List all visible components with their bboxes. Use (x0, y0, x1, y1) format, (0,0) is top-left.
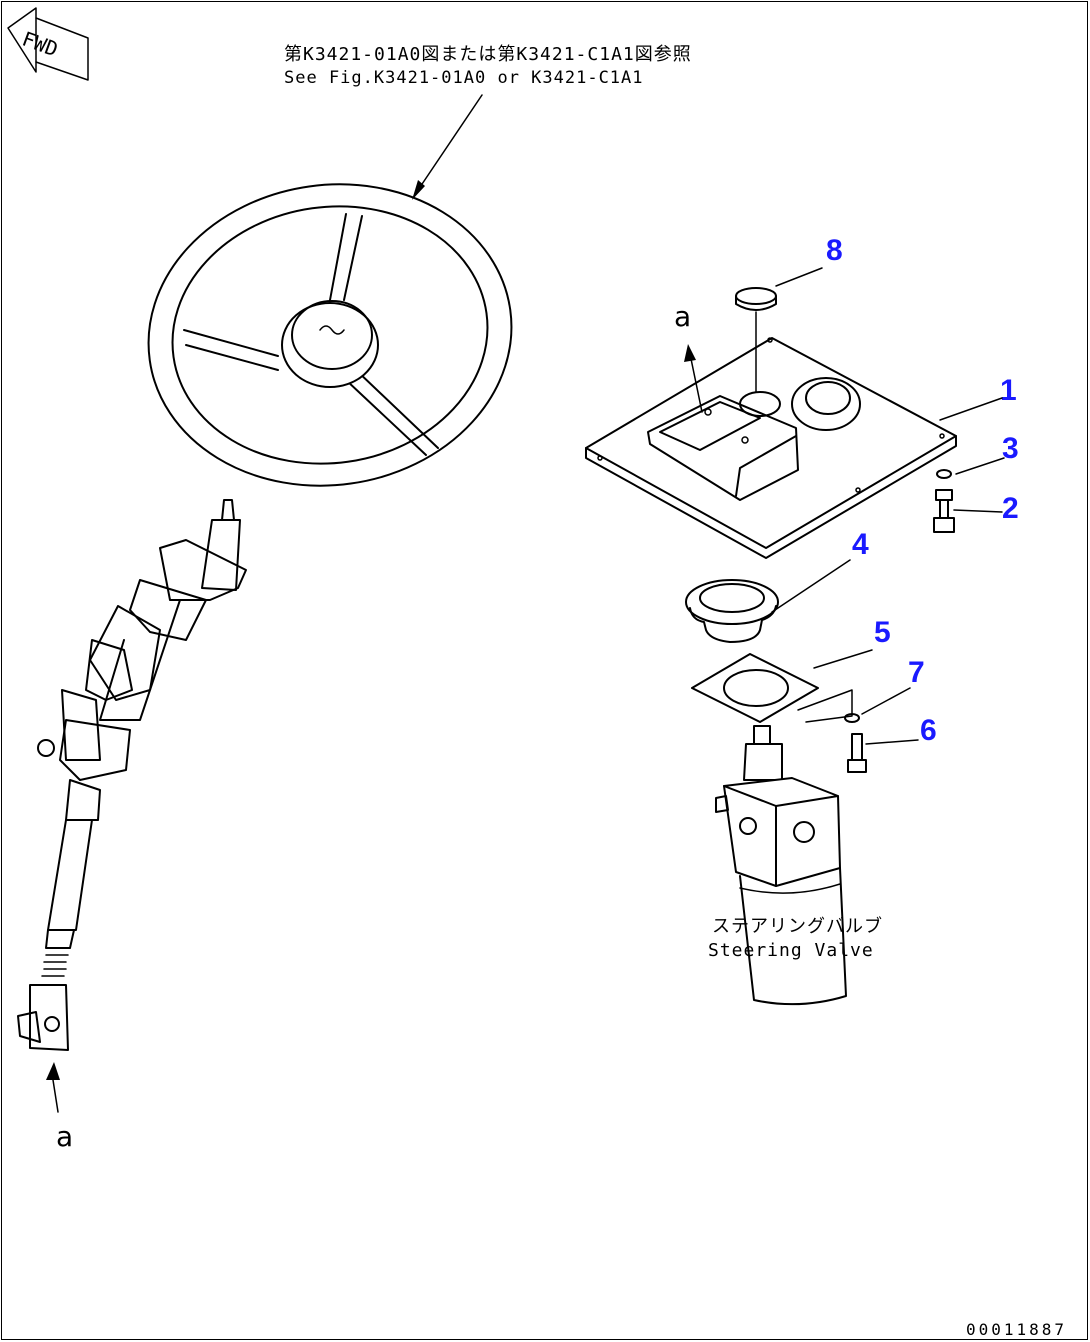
view-marker-bottom: a (56, 1120, 74, 1153)
washer-and-bolt (933, 469, 955, 533)
steering-wheel (147, 183, 513, 487)
reference-leader (412, 94, 483, 200)
drawing-number: 00011887 (966, 1320, 1068, 1339)
view-arrow-top (684, 344, 703, 413)
callout-7: 7 (908, 656, 925, 689)
callout-8: 8 (826, 234, 843, 267)
steering-valve-label-en: Steering Valve (708, 940, 874, 961)
callout-2: 2 (1002, 492, 1019, 525)
reference-note-en: See Fig.K3421-01A0 or K3421-C1A1 (284, 68, 644, 88)
callout-4: 4 (852, 528, 869, 561)
callout-1: 1 (1000, 374, 1017, 407)
reference-note-jp: 第K3421-01A0図または第K3421-C1A1図参照 (284, 44, 692, 65)
view-marker-top: a (674, 300, 692, 333)
cap-part (735, 287, 777, 393)
washer-and-bolt-lower (844, 713, 867, 773)
steering-column (17, 499, 247, 1113)
steering-valve-label-jp: ステアリングバルブ (712, 916, 883, 937)
callout-5: 5 (874, 616, 891, 649)
rubber-boot (685, 579, 779, 643)
steering-valve (715, 725, 847, 1006)
callout-3: 3 (1002, 432, 1019, 465)
column-cover-plate (585, 337, 957, 559)
mounting-gasket (691, 653, 853, 723)
callout-6: 6 (920, 714, 937, 747)
fwd-arrow-icon (7, 7, 89, 81)
